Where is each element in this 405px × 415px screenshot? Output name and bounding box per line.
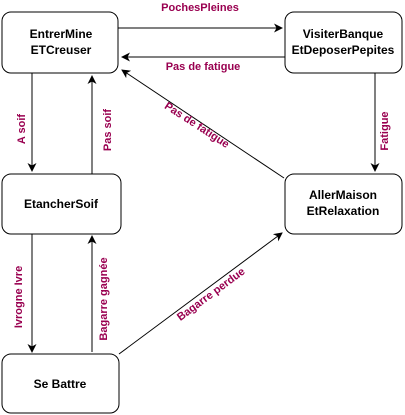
label-fight-to-drink: Bagarre gagnée [98,257,110,340]
node-visiter-banque: VisiterBanque EtDeposerPepites [284,11,403,74]
node-etancher-soif: EtancherSoif [1,173,122,235]
node-se-battre-line1: Se Battre [34,377,87,391]
label-bank-to-home: Fatigue [379,111,391,150]
label-fight-to-home: Bagarre perdue [175,266,248,324]
label-home-to-mine: Pas de fatigue [162,100,231,151]
node-etancher-soif-line1: EtancherSoif [24,197,99,211]
node-visiter-banque-line2: EtDeposerPepites [292,43,395,57]
node-entrer-mine-line1: EntrerMine [30,27,93,41]
node-se-battre: Se Battre [1,353,120,414]
label-bank-to-mine: Pas de fatigue [166,61,241,73]
edge-fight-to-home [118,232,283,355]
node-entrer-mine-line2: ETCreuser [31,43,92,57]
label-drink-to-fight: Ivrogne Ivre [13,266,25,328]
edge-home-to-mine [121,69,285,179]
label-mine-to-bank: PochesPleines [161,2,239,14]
node-aller-maison: AllerMaison EtRelaxation [284,173,403,235]
node-visiter-banque-line1: VisiterBanque [303,27,384,41]
node-aller-maison-line1: AllerMaison [309,188,377,202]
node-aller-maison-line2: EtRelaxation [307,204,380,218]
label-drink-to-mine: Pas soif [102,109,114,152]
label-mine-to-drink: A soif [16,114,28,144]
node-entrer-mine: EntrerMine ETCreuser [1,11,119,74]
